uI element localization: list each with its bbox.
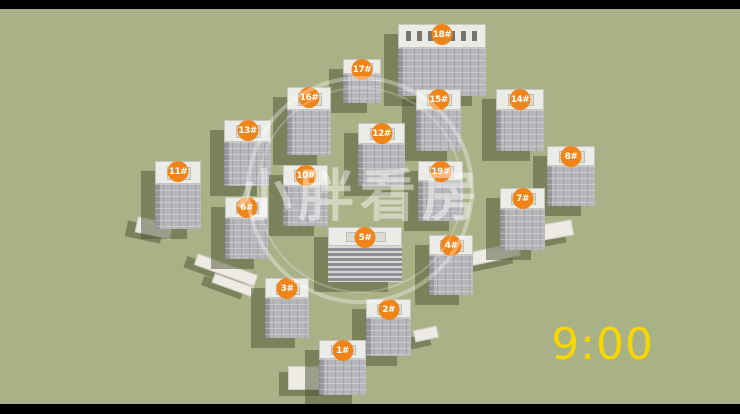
- building-facade: [500, 209, 545, 250]
- building-facade: [265, 298, 309, 338]
- building-facade: [287, 110, 331, 155]
- letterbox-bottom: [0, 404, 740, 414]
- building-number-badge: 15#: [428, 89, 449, 110]
- building-number-badge: 19#: [430, 161, 451, 182]
- building-19: 19#: [418, 161, 463, 221]
- building-facade: [416, 110, 461, 151]
- letterbox-top: [0, 0, 740, 9]
- building-17: 17#: [343, 59, 381, 103]
- building-facade: [429, 255, 473, 295]
- building-11: 11#: [155, 161, 201, 229]
- building-number-badge: 5#: [354, 227, 376, 248]
- building-number-badge: 4#: [440, 235, 462, 256]
- building-2: 2#: [366, 299, 411, 356]
- building-facade: [358, 144, 405, 186]
- building-number-badge: 1#: [332, 340, 353, 361]
- building-4: 4#: [429, 235, 473, 295]
- building-16: 16#: [287, 87, 331, 155]
- building-5: 5#: [328, 227, 402, 282]
- building-6: 6#: [225, 197, 268, 259]
- building-facade: [225, 218, 268, 259]
- building-facade: [366, 318, 411, 356]
- building-facade: [496, 110, 544, 151]
- building-number-badge: 2#: [378, 299, 399, 320]
- building-number-badge: 7#: [512, 188, 533, 209]
- building-number-badge: 8#: [560, 146, 582, 167]
- building-number-badge: 3#: [276, 278, 298, 299]
- clock-display: 9:00: [551, 319, 654, 370]
- building-facade: [418, 181, 463, 221]
- building-15: 15#: [416, 89, 461, 151]
- building-3: 3#: [265, 278, 309, 338]
- building-facade: [155, 184, 201, 229]
- building-number-badge: 18#: [431, 24, 453, 45]
- building-facade: [224, 142, 271, 186]
- building-1: 1#: [319, 340, 366, 395]
- building-facade: [547, 166, 595, 206]
- building-number-badge: 17#: [351, 59, 373, 80]
- building-facade: [328, 245, 402, 282]
- building-number-badge: 14#: [509, 89, 531, 110]
- building-number-badge: 6#: [236, 197, 257, 218]
- building-8: 8#: [547, 146, 595, 206]
- building-number-badge: 10#: [295, 165, 316, 186]
- building-12: 12#: [358, 123, 405, 186]
- building-facade: [319, 358, 366, 395]
- building-number-badge: 13#: [237, 120, 258, 141]
- building-10: 10#: [283, 165, 328, 226]
- building-number-badge: 11#: [167, 161, 189, 182]
- building-14: 14#: [496, 89, 544, 151]
- building-number-badge: 16#: [298, 87, 320, 108]
- building-number-badge: 12#: [371, 123, 392, 144]
- building-facade: [283, 185, 328, 226]
- annex-building: [413, 325, 439, 343]
- building-7: 7#: [500, 188, 545, 250]
- building-18: 18#: [398, 24, 486, 96]
- building-13: 13#: [224, 120, 271, 186]
- building-facade: [398, 48, 486, 96]
